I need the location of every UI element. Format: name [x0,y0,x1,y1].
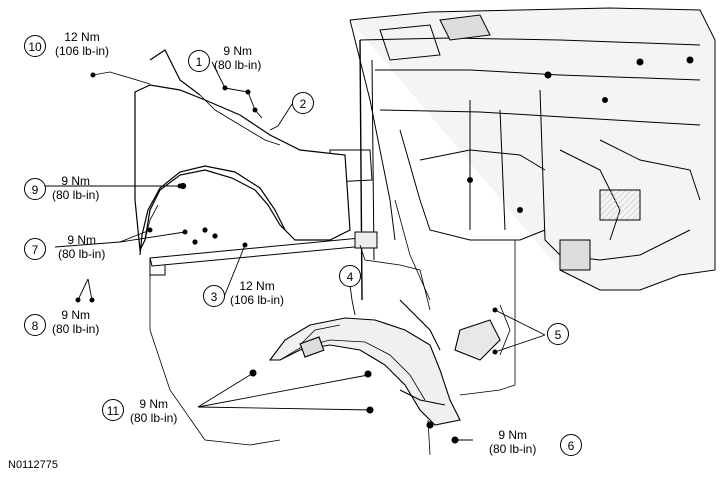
leader-lines [45,61,546,441]
torque-lbin: (106 lb-in) [230,293,285,307]
callout-11: 11 [102,399,124,421]
torque-label-9: 9 Nm (80 lb-in) [52,174,99,202]
fender [134,49,351,256]
callout-1: 1 [188,50,210,72]
torque-nm: 9 Nm [61,308,91,322]
torque-label-8: 9 Nm (80 lb-in) [52,308,99,336]
torque-label-3: 12 Nm (106 lb-in) [230,279,284,307]
wheelhouse-liner [249,299,501,444]
torque-label-10: 12 Nm (106 lb-in) [55,30,109,58]
fastener-points [75,72,498,355]
torque-nm: 9 Nm [61,174,91,188]
torque-nm: 9 Nm [139,397,169,411]
vehicle-front-structure [309,7,716,301]
callout-7: 7 [24,238,46,260]
callout-10: 10 [24,35,46,57]
torque-nm: 9 Nm [223,44,253,58]
torque-label-6: 9 Nm (80 lb-in) [489,428,536,456]
torque-lbin: (106 lb-in) [55,44,110,58]
torque-label-11: 9 Nm (80 lb-in) [130,397,177,425]
torque-nm: 9 Nm [498,428,528,442]
figure-id: N0112775 [8,459,58,471]
callout-4: 4 [339,265,361,287]
torque-nm: 12 Nm [239,279,275,293]
torque-nm: 12 Nm [64,30,100,44]
torque-lbin: (80 lb-in) [52,322,100,336]
torque-nm: 9 Nm [67,233,97,247]
torque-lbin: (80 lb-in) [214,58,262,72]
callout-5: 5 [547,323,569,345]
callout-3: 3 [203,285,225,307]
torque-lbin: (80 lb-in) [130,411,178,425]
alignment-lines [92,71,516,456]
torque-label-1: 9 Nm (80 lb-in) [214,44,261,72]
torque-lbin: (80 lb-in) [58,247,106,261]
callout-2: 2 [292,92,314,114]
callout-9: 9 [24,178,46,200]
fender-lower-rail [149,231,378,276]
callout-6: 6 [560,434,582,456]
torque-lbin: (80 lb-in) [52,188,100,202]
torque-lbin: (80 lb-in) [489,442,537,456]
callout-8: 8 [24,314,46,336]
torque-label-7: 9 Nm (80 lb-in) [58,233,105,261]
